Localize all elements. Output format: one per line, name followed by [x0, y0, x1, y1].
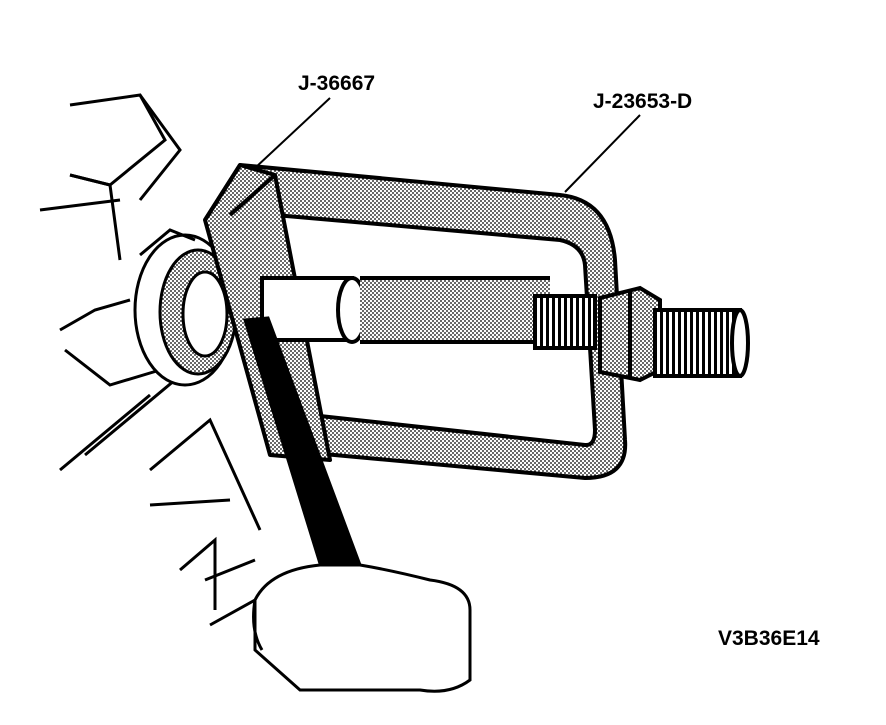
callout-tool-b: J-23653-D	[593, 90, 693, 113]
leader-lines	[254, 97, 641, 193]
hand-pry-bar	[243, 316, 472, 693]
callout-tool-a: J-36667	[298, 72, 376, 95]
bearing-hub	[133, 228, 238, 387]
shaft	[260, 276, 597, 350]
housing-outline	[39, 93, 262, 627]
figure-code: V3B36E14	[718, 627, 820, 650]
adjusting-nut	[598, 285, 750, 383]
